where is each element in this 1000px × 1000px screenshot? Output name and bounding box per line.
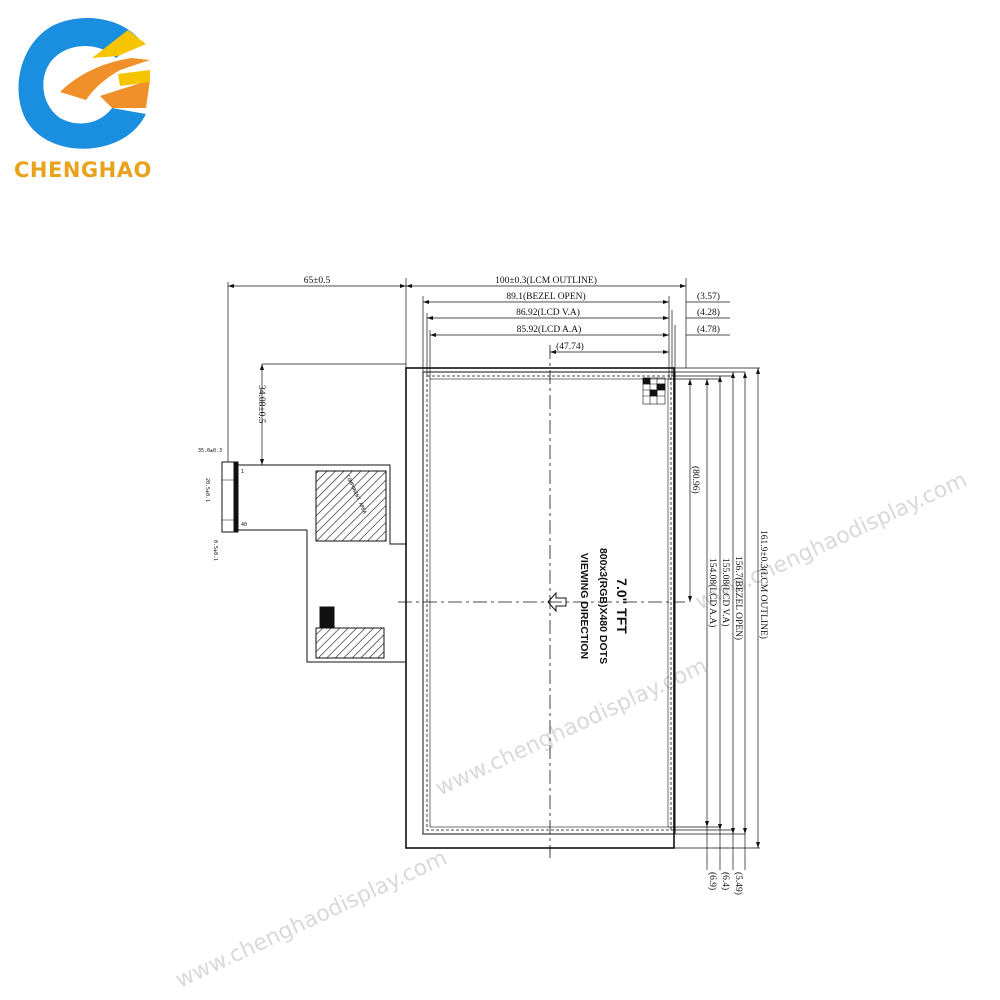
dim-bezel-open-width: 89.1(BEZEL OPEN) (506, 291, 585, 302)
watermarks: www.chenghaodisplay.com www.chenghaodisp… (172, 468, 971, 994)
dimension-lines (227, 278, 760, 870)
dim-bottom-64: (6.4) (720, 872, 731, 890)
panel-size: 7.0" TFT (614, 578, 630, 634)
dim-lcm-outline-width: 100±0.3(LCM OUTLINE) (495, 275, 597, 286)
watermark-text: www.chenghaodisplay.com (172, 846, 451, 994)
fpc-cable (221, 461, 407, 663)
dim-center-x: (47.74) (556, 341, 584, 352)
dim-center-y: (80.96) (690, 466, 701, 494)
panel-label: 7.0" TFT 800x3(RGB)X480 DOTS VIEWING DIR… (578, 548, 630, 664)
dim-lcd-aa-width: 85.92(LCD A.A) (517, 324, 582, 335)
pin-1-label: 1 (241, 469, 244, 475)
dim-bottom-549: (5.49) (733, 872, 744, 895)
fpc-pitch-label: 35.0±0.3 (198, 448, 222, 454)
logo-mark-icon (18, 17, 150, 149)
connector-block (319, 606, 335, 628)
fpc-thickness-label: 0.5±0.1 (212, 540, 218, 561)
pixel-detail (642, 377, 666, 405)
dim-bezel-open-height: 156.7(BEZEL OPEN) (733, 556, 744, 640)
dim-lcm-outline-height: 161.9±0.3(LCM OUTLINE) (758, 530, 769, 639)
lcd-viewing-area (426, 375, 672, 831)
panel-resolution: 800x3(RGB)X480 DOTS (597, 548, 609, 664)
viewing-direction-label: VIEWING DIRECTION (578, 553, 590, 659)
dim-offset-357: (3.57) (697, 291, 720, 302)
lcd-active-area (429, 378, 669, 828)
bezel-open (422, 371, 676, 835)
brand-name: CHENGHAO (14, 158, 152, 182)
component-area-upper (315, 470, 387, 542)
dim-offset-428: (4.28) (697, 307, 720, 318)
dim-lcd-va-height: 155.08(LCD V.A) (720, 558, 731, 627)
component-area-lower (315, 627, 385, 659)
dimension-arrows (228, 284, 760, 848)
watermark-text: www.chenghaodisplay.com (432, 654, 711, 802)
dim-fpc-length: 65±0.5 (304, 276, 331, 286)
fpc-width-label: 20.5±0.1 (204, 478, 210, 502)
dim-lcd-aa-height: 154.08(LCD A.A) (707, 558, 718, 627)
dim-offset-478: (4.78) (697, 324, 720, 335)
chenghao-logo: CHENGHAO (14, 17, 152, 182)
dim-bottom-69: (6.9) (707, 872, 718, 890)
dim-lcd-va-width: 86.92(LCD V.A) (516, 307, 580, 318)
dim-fpc-offset: 34.08±0.5 (256, 385, 266, 424)
pin-40-label: 40 (241, 522, 247, 528)
dimension-labels: 65±0.5 100±0.3(LCM OUTLINE) 89.1(BEZEL O… (256, 275, 769, 895)
viewing-direction-arrow-icon (547, 591, 567, 613)
